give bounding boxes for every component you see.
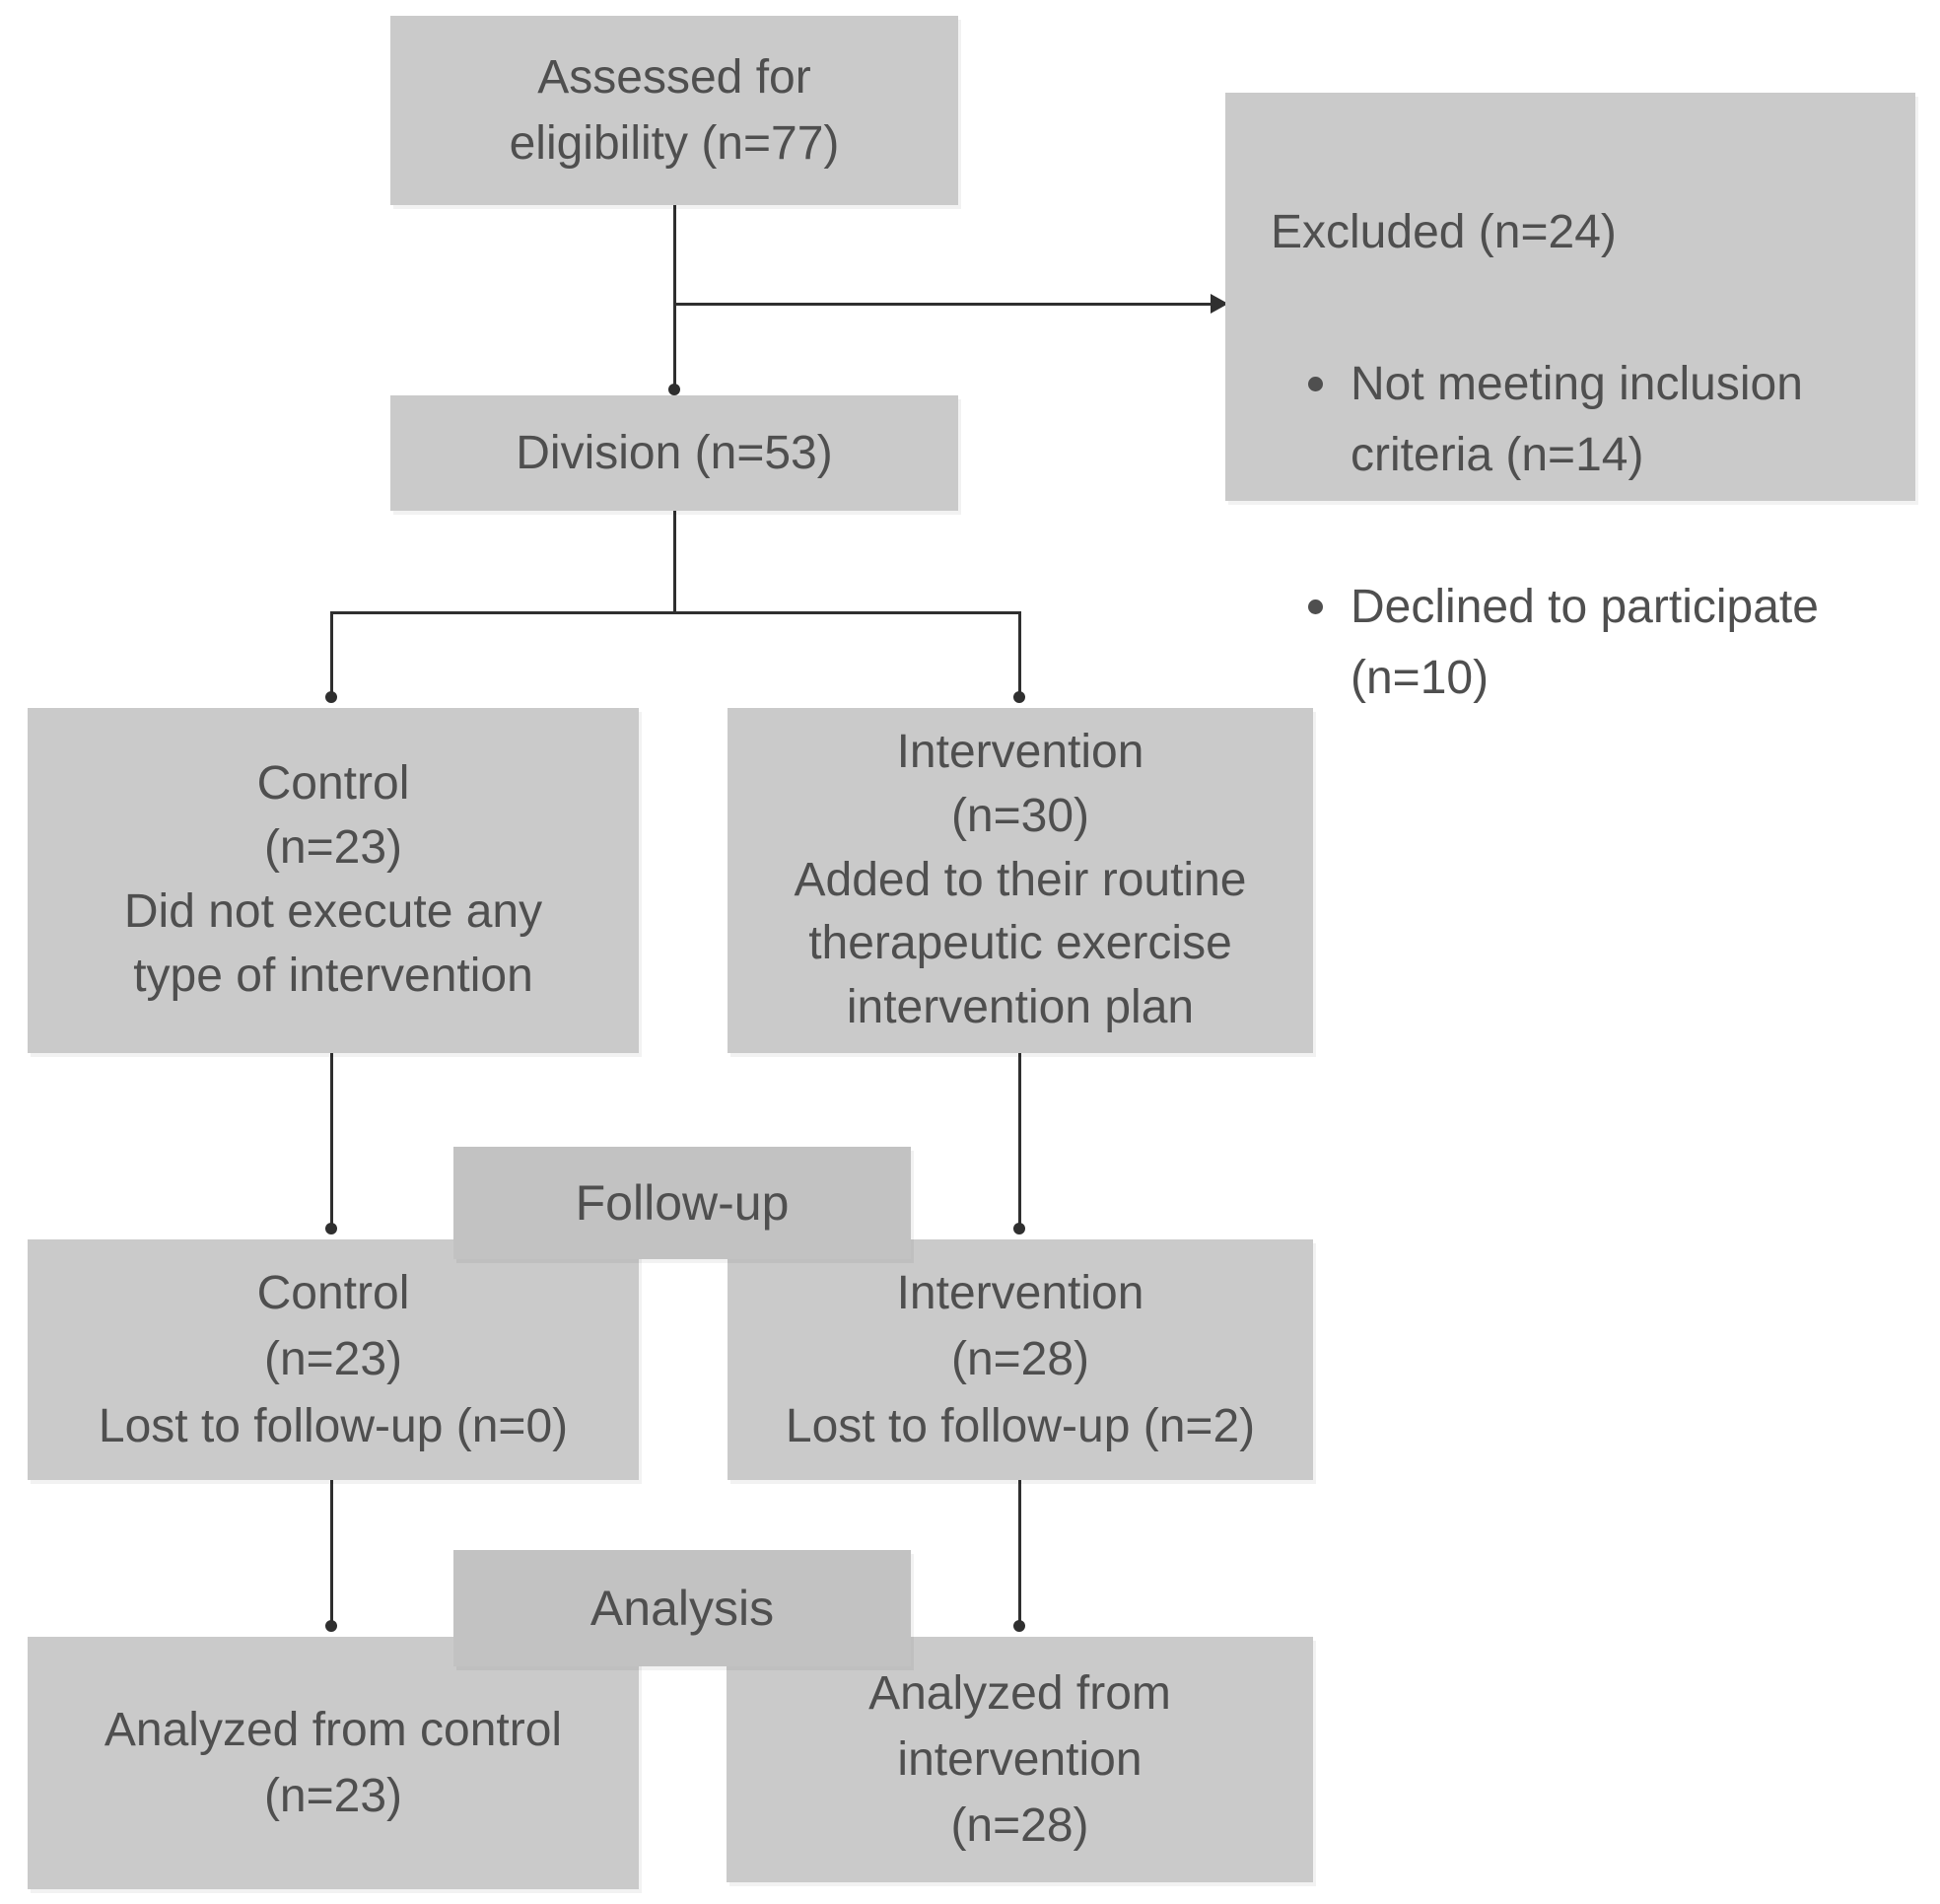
connector-branch-to-intervention — [1018, 611, 1021, 698]
bullet-icon — [1308, 599, 1323, 614]
arrow-dot — [1013, 1223, 1025, 1234]
connector-branch-horizontal — [330, 611, 1021, 614]
connector-to-excluded — [673, 303, 1214, 306]
connector-control-to-analysis — [330, 1480, 333, 1626]
excluded-bullet-item: Not meeting inclusion criteria (n=14) — [1271, 349, 1892, 491]
intervention-followup-box: Intervention (n=28) Lost to follow-up (n… — [728, 1239, 1313, 1480]
excluded-bullet-text: Not meeting inclusion criteria (n=14) — [1351, 358, 1803, 481]
connector-division-down — [673, 511, 676, 614]
intervention-allocation-box: Intervention (n=30) Added to their routi… — [728, 708, 1313, 1053]
followup-stage-band: Follow-up — [453, 1147, 911, 1259]
analyzed-control-box: Analyzed from control (n=23) — [28, 1637, 639, 1889]
arrow-dot — [1013, 1620, 1025, 1632]
control-followup-box: Control (n=23) Lost to follow-up (n=0) — [28, 1239, 639, 1480]
assessed-eligibility-box: Assessed for eligibility (n=77) — [390, 16, 958, 205]
division-box: Division (n=53) — [390, 395, 958, 511]
analyzed-intervention-box: Analyzed from intervention (n=28) — [727, 1637, 1313, 1882]
analysis-stage-band: Analysis — [453, 1550, 911, 1666]
excluded-bullet-item: Declined to participate (n=10) — [1271, 572, 1892, 714]
excluded-bullet-text: Declined to participate (n=10) — [1351, 581, 1819, 704]
arrow-dot — [668, 384, 680, 395]
control-allocation-box: Control (n=23) Did not execute any type … — [28, 708, 639, 1053]
connector-control-to-followup — [330, 1053, 333, 1229]
excluded-box: Excluded (n=24) Not meeting inclusion cr… — [1225, 93, 1915, 704]
arrowhead-icon — [1211, 294, 1228, 314]
connector-branch-to-control — [330, 611, 333, 698]
arrow-dot — [325, 691, 337, 703]
arrow-dot — [325, 1620, 337, 1632]
arrow-dot — [1013, 691, 1025, 703]
excluded-heading: Excluded (n=24) — [1271, 206, 1617, 258]
connector-intervention-to-analysis — [1018, 1480, 1021, 1626]
connector-intervention-to-followup — [1018, 1053, 1021, 1229]
arrow-dot — [325, 1223, 337, 1234]
bullet-icon — [1308, 377, 1323, 391]
connector-assessed-to-division — [673, 205, 676, 387]
